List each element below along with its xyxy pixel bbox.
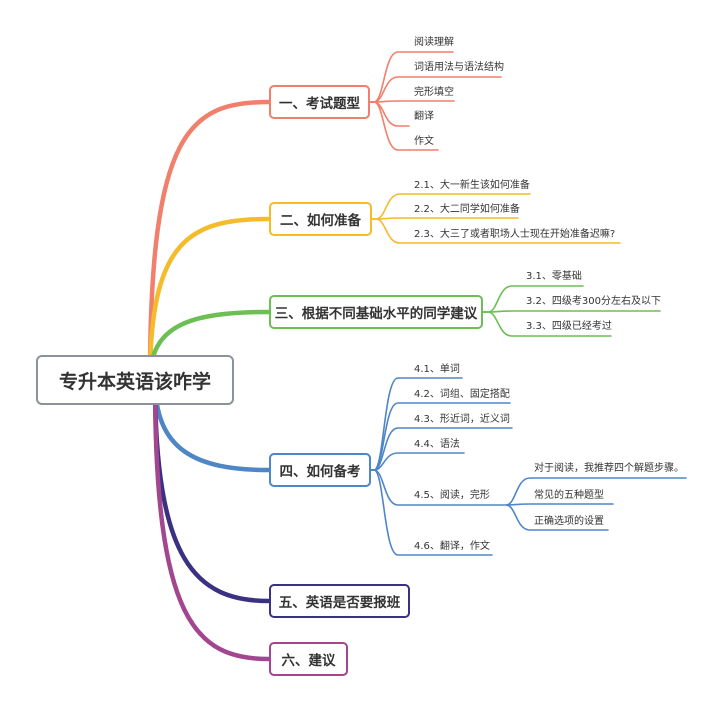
connector-leaf-3-3 <box>482 311 612 337</box>
connector-root-branch-6 <box>152 377 272 662</box>
connector-leaf-1-4 <box>369 101 410 127</box>
branch-exam-types[interactable]: 一、考试题型 <box>269 85 370 119</box>
connector-leaf-3-2 <box>482 310 661 313</box>
connector-leaf-4-6 <box>370 469 493 556</box>
connector-leaf-1-3 <box>369 100 455 103</box>
leaf-3-3[interactable]: 3.3、四级已经考过 <box>526 321 612 332</box>
branch-level-advice[interactable]: 三、根据不同基础水平的同学建议 <box>269 295 483 329</box>
leaf-4-5-1[interactable]: 对于阅读，我推荐四个解题步骤。 <box>534 463 684 474</box>
leaf-1-1[interactable]: 阅读理解 <box>414 37 454 48</box>
leaf-2-2[interactable]: 2.2、大二同学如何准备 <box>414 204 520 215</box>
connector-leaf-4-5-3 <box>505 504 609 531</box>
leaf-4-6[interactable]: 4.6、翻译，作文 <box>414 541 490 552</box>
branch-how-to-prepare[interactable]: 二、如何准备 <box>269 202 372 236</box>
leaf-3-2[interactable]: 3.2、四级考300分左右及以下 <box>526 296 661 307</box>
leaf-1-3[interactable]: 完形填空 <box>414 87 454 98</box>
branch-how-to-study[interactable]: 四、如何备考 <box>269 453 371 487</box>
leaf-1-4[interactable]: 翻译 <box>414 111 434 122</box>
branch-tutoring-class[interactable]: 五、英语是否要报班 <box>269 584 410 618</box>
connector-root-branch-1 <box>147 99 272 383</box>
leaf-4-5-2[interactable]: 常见的五种题型 <box>534 490 604 501</box>
connector-leaf-4-4 <box>370 452 465 471</box>
leaf-4-3[interactable]: 4.3、形近词，近义词 <box>414 414 510 425</box>
leaf-4-1[interactable]: 4.1、单词 <box>414 364 460 375</box>
leaf-4-5-3[interactable]: 正确选项的设置 <box>534 516 604 527</box>
leaf-4-5[interactable]: 4.5、阅读，完形 <box>414 490 490 501</box>
leaf-3-1[interactable]: 3.1、零基础 <box>526 271 582 282</box>
leaf-2-3[interactable]: 2.3、大三了或者职场人士现在开始准备迟嘛? <box>414 229 616 240</box>
root-topic[interactable]: 专升本英语该咋学 <box>36 355 234 405</box>
connector-leaf-2-3 <box>371 218 621 244</box>
branch-suggestions[interactable]: 六、建议 <box>269 642 348 676</box>
connector-leaf-1-5 <box>369 101 439 151</box>
leaf-4-2[interactable]: 4.2、词组、固定搭配 <box>414 389 510 400</box>
leaf-4-4[interactable]: 4.4、语法 <box>414 439 460 450</box>
connector-root-branch-2 <box>147 216 272 383</box>
leaf-1-2[interactable]: 词语用法与语法结构 <box>414 62 504 73</box>
leaf-2-1[interactable]: 2.1、大一新生该如何准备 <box>414 180 530 191</box>
connector-leaf-2-2 <box>371 217 519 220</box>
connector-leaf-4-5-2 <box>505 503 614 506</box>
leaf-1-5[interactable]: 作文 <box>414 136 434 147</box>
